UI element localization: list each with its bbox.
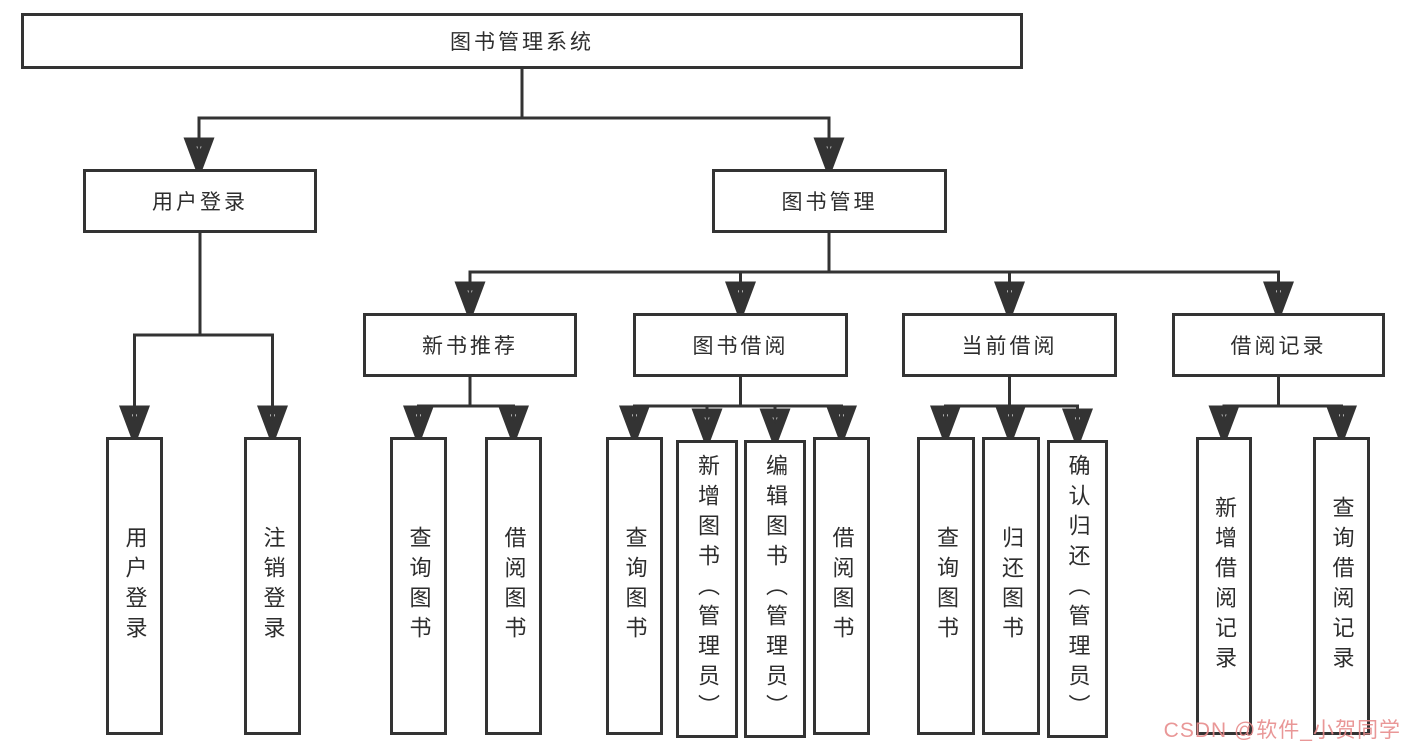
leaf-query-books-current: 查询图书 (917, 437, 975, 735)
node-borrow-records-label: 借阅记录 (1230, 335, 1327, 358)
node-new-book-recommend: 新书推荐 (363, 313, 577, 377)
leaf-logout: 注销登录 (244, 437, 301, 735)
node-borrow-records: 借阅记录 (1172, 313, 1385, 377)
node-root-label: 图书管理系统 (450, 31, 594, 54)
leaf-user-login: 用户登录 (106, 437, 163, 735)
leaf-query-books-current-label: 查询图书 (934, 526, 959, 646)
node-book-management: 图书管理 (712, 169, 947, 233)
leaf-return-book-label: 归还图书 (999, 526, 1024, 646)
node-current-borrow-label: 当前借阅 (961, 335, 1058, 358)
leaf-query-books-borrow-label: 查询图书 (622, 526, 648, 646)
leaf-edit-book-admin-label: 编辑图书（管理员） (763, 454, 788, 724)
leaf-query-borrow-record: 查询借阅记录 (1313, 437, 1370, 735)
node-root: 图书管理系统 (21, 13, 1023, 69)
leaf-edit-book-admin: 编辑图书（管理员） (744, 440, 806, 738)
leaf-add-book-admin: 新增图书（管理员） (676, 440, 738, 738)
leaf-query-books-recommend: 查询图书 (390, 437, 447, 735)
node-user-login: 用户登录 (83, 169, 317, 233)
leaf-confirm-return-admin: 确认归还（管理员） (1047, 440, 1108, 738)
leaf-add-borrow-record-label: 新增借阅记录 (1212, 496, 1237, 676)
leaf-add-book-admin-label: 新增图书（管理员） (695, 454, 720, 724)
leaf-query-books-borrow: 查询图书 (606, 437, 663, 735)
node-book-borrow-label: 图书借阅 (692, 335, 789, 358)
node-book-borrow: 图书借阅 (633, 313, 848, 377)
leaf-return-book: 归还图书 (982, 437, 1040, 735)
leaf-confirm-return-admin-label: 确认归还（管理员） (1065, 454, 1091, 724)
watermark-text: CSDN @软件_小贺同学 (1163, 719, 1401, 742)
leaf-borrow-books-recommend-label: 借阅图书 (501, 526, 527, 646)
leaf-logout-label: 注销登录 (260, 526, 286, 646)
leaf-user-login-label: 用户登录 (122, 526, 148, 646)
node-new-book-recommend-label: 新书推荐 (422, 335, 518, 358)
node-book-management-label: 图书管理 (781, 191, 878, 214)
leaf-add-borrow-record: 新增借阅记录 (1196, 437, 1252, 735)
node-current-borrow: 当前借阅 (902, 313, 1117, 377)
node-user-login-label: 用户登录 (152, 191, 248, 214)
leaf-query-borrow-record-label: 查询借阅记录 (1329, 496, 1355, 676)
leaf-borrow-books: 借阅图书 (813, 437, 870, 735)
leaf-borrow-books-recommend: 借阅图书 (485, 437, 542, 735)
leaf-query-books-recommend-label: 查询图书 (406, 526, 432, 646)
leaf-borrow-books-label: 借阅图书 (829, 526, 855, 646)
